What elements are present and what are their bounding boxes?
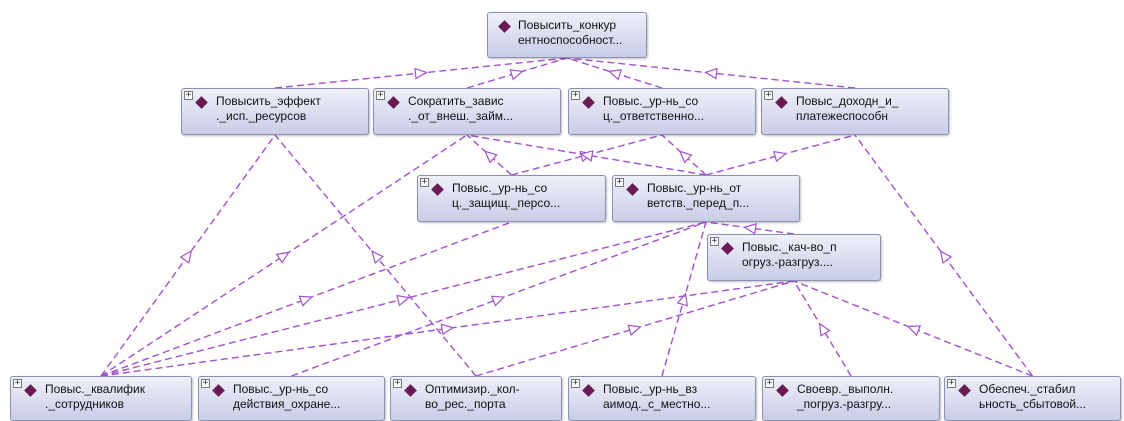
arrowhead-icon (676, 292, 689, 307)
edge-n6-to-n3 (661, 134, 707, 176)
node-b6[interactable]: + Обеспеч._стабил ьность_сбытовой... (944, 376, 1121, 421)
class-diamond-icon (212, 384, 225, 397)
node-label-line1: Оптимизир._кол- (425, 382, 520, 396)
node-label-line2: действия_охране... (233, 397, 341, 411)
class-diamond-icon (626, 183, 639, 196)
arrowhead-icon (743, 222, 757, 235)
class-diamond-icon (582, 96, 595, 109)
arrowhead-icon (773, 150, 788, 163)
expand-icon[interactable]: + (571, 90, 580, 100)
node-label-line1: Повыс._ур-нь_со (233, 382, 329, 396)
arrowhead-icon (490, 295, 506, 307)
class-diamond-icon (721, 242, 734, 255)
class-diamond-icon (498, 20, 511, 33)
node-label-line1: Своевр._выполн. (797, 382, 894, 396)
node-n7[interactable]: + Повыс._кач-во_п огруз.-разгруз.... (707, 234, 881, 281)
node-b3[interactable]: + Оптимизир._кол- во_рес._порта (390, 376, 562, 421)
arrowhead-icon (414, 67, 428, 80)
expand-icon[interactable]: + (764, 90, 773, 100)
class-diamond-icon (582, 384, 595, 397)
arrowhead-icon (818, 322, 831, 337)
edge-n2-to-root (466, 57, 568, 89)
node-label-line2: ц._ответственно... (603, 109, 705, 123)
class-diamond-icon (775, 96, 788, 109)
node-label-line2: _погруз.-разгру... (797, 397, 892, 411)
node-n5[interactable]: + Повыс._ур-нь_со ц._защищ._персо... (417, 175, 606, 222)
node-root[interactable]: Повысить_конкур ентноспособност... (487, 12, 647, 58)
edge-b1-to-n5 (100, 221, 512, 377)
arrowhead-icon (179, 249, 193, 264)
edge-b6-to-n7 (793, 280, 1033, 377)
node-label-line2: платежеспособн (796, 109, 888, 123)
node-label-line2: ц._защищ._персо... (452, 196, 561, 210)
expand-icon[interactable]: + (947, 378, 956, 388)
node-b1[interactable]: + Повыс._квалифик ._сотрудников (10, 376, 192, 421)
class-diamond-icon (776, 384, 789, 397)
node-b2[interactable]: + Повыс._ур-нь_со действия_охране... (198, 376, 385, 421)
arrowhead-icon (484, 150, 498, 164)
node-label-line1: Повыс._ур-нь_вз (603, 382, 698, 396)
arrowhead-icon (704, 67, 718, 80)
node-label-line2: ._сотрудников (45, 397, 124, 411)
expand-icon[interactable]: + (615, 177, 624, 187)
node-label-line1: Повыс._ур-нь_со (603, 94, 699, 108)
node-label-line2: ._от_внеш._займ... (408, 109, 514, 123)
expand-icon[interactable]: + (710, 236, 719, 246)
arrowhead-icon (607, 69, 623, 81)
arrowhead-icon (579, 150, 594, 162)
node-label-line2: ветств._перед_п... (647, 196, 750, 210)
arrowhead-icon (627, 324, 642, 336)
node-label-line1: Обеспеч._стабил (979, 382, 1076, 396)
arrowhead-icon (906, 325, 922, 337)
arrowhead-icon (275, 251, 290, 264)
node-n6[interactable]: + Повыс._ур-нь_от ветств._перед_п... (612, 175, 800, 222)
expand-icon[interactable]: + (765, 378, 774, 388)
arrowhead-icon (678, 150, 693, 164)
edge-b1-to-n7 (100, 280, 795, 377)
node-label-line1: Повыс._ур-нь_со (452, 181, 548, 195)
node-label-line2: ._исп._ресурсов (216, 109, 307, 123)
arrowhead-icon (440, 323, 455, 336)
node-label-line1: Повыс._квалифик (45, 382, 146, 396)
node-b5[interactable]: + Своевр._выполн. _погруз.-разгру... (762, 376, 940, 421)
node-n3[interactable]: + Повыс._ур-нь_со ц._ответственно... (568, 88, 756, 135)
node-label-line2: аимод._с_местно... (603, 397, 711, 411)
arrowhead-icon (396, 294, 411, 307)
class-diamond-icon (404, 384, 417, 397)
arrowhead-icon (939, 249, 953, 264)
class-diamond-icon (195, 96, 208, 109)
node-label-line1: Повыс._ур-нь_от (647, 181, 742, 195)
expand-icon[interactable]: + (376, 90, 385, 100)
node-n4[interactable]: + Повыс_доходн_и_ платежеспособн (761, 88, 949, 135)
class-diamond-icon (958, 384, 971, 397)
node-label-line2: огруз.-разгруз.... (742, 255, 833, 269)
node-label-line1: Сократить_завис (408, 94, 504, 108)
node-label-line1: Повыс._кач-во_п (742, 240, 837, 254)
edge-b1-to-n2 (100, 134, 468, 377)
arrowhead-icon (371, 250, 384, 264)
arrowhead-icon (298, 295, 313, 307)
class-diamond-icon (431, 183, 444, 196)
expand-icon[interactable]: + (13, 378, 22, 388)
node-label-line2: ентноспособност... (518, 33, 623, 47)
node-label-line1: Повыс_доходн_и_ (796, 94, 899, 108)
expand-icon[interactable]: + (393, 378, 402, 388)
class-diamond-icon (24, 384, 37, 397)
node-label-line2: во_рес._порта (425, 397, 506, 411)
node-n2[interactable]: + Сократить_завис ._от_внеш._займ... (373, 88, 561, 135)
expand-icon[interactable]: + (184, 90, 193, 100)
arrowhead-icon (509, 69, 524, 81)
node-label-line1: Повысить_эффект (216, 94, 321, 108)
expand-icon[interactable]: + (420, 177, 429, 187)
node-label-line2: ьность_сбытовой... (979, 397, 1087, 411)
expand-icon[interactable]: + (201, 378, 210, 388)
node-label-line1: Повысить_конкур (518, 18, 617, 32)
node-b4[interactable]: + Повыс._ур-нь_вз аимод._с_местно... (568, 376, 756, 421)
edge-n5-to-n2 (466, 134, 512, 176)
class-diamond-icon (387, 96, 400, 109)
node-n1[interactable]: + Повысить_эффект ._исп._ресурсов (181, 88, 369, 135)
expand-icon[interactable]: + (571, 378, 580, 388)
